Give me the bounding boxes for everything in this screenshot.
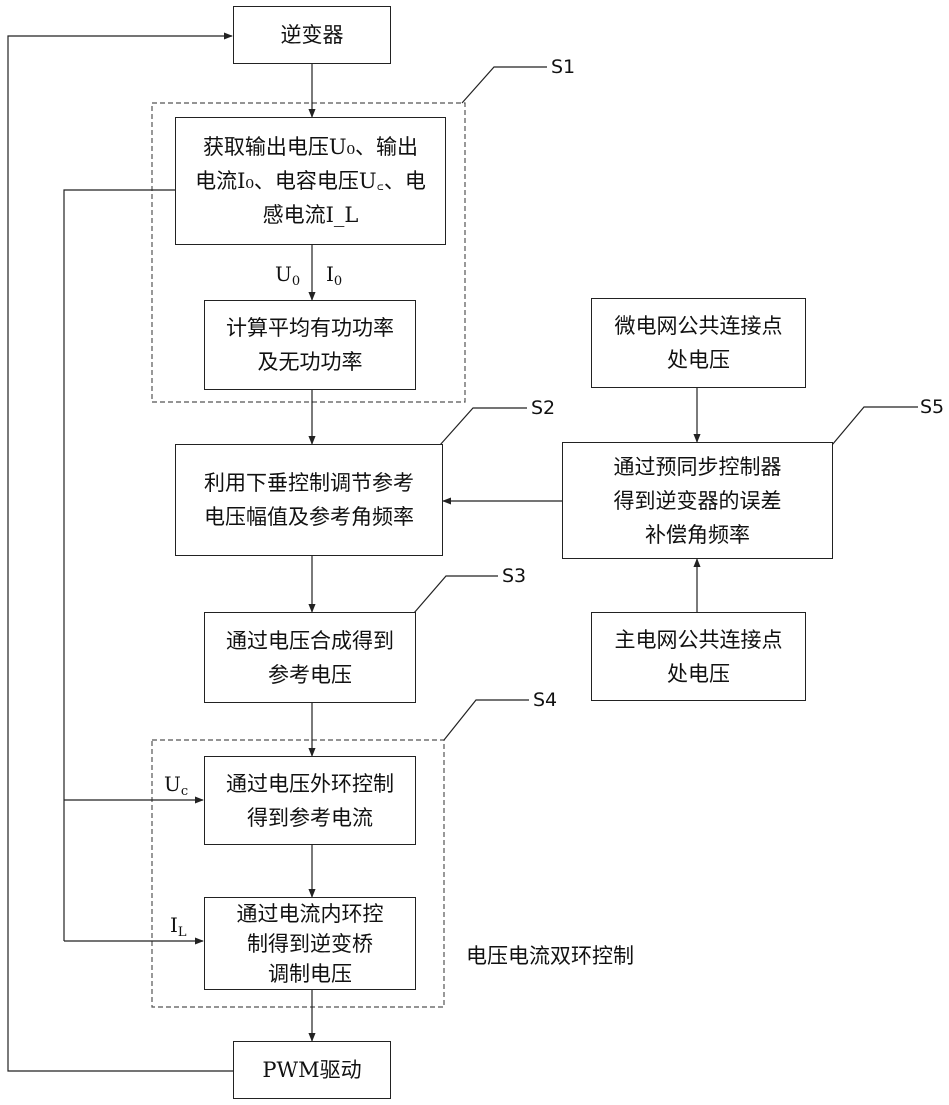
inverter-box: 逆变器 xyxy=(233,6,391,64)
step-s2-label: S2 xyxy=(531,397,555,419)
power-line-1: 计算平均有功功率 xyxy=(226,311,394,345)
step-s3-label: S3 xyxy=(502,565,526,587)
presync-line-3: 补偿角频率 xyxy=(645,518,750,552)
inner-loop-box: 通过电流内环控 制得到逆变桥 调制电压 xyxy=(204,897,416,990)
step-s4-label: S4 xyxy=(533,689,557,711)
inner-line-3: 调制电压 xyxy=(268,959,352,989)
edge-label-i0: I0 xyxy=(326,262,342,289)
main-grid-line-1: 主电网公共连接点 xyxy=(615,623,783,657)
synthesis-line-2: 参考电压 xyxy=(268,658,352,692)
droop-line-1: 利用下垂控制调节参考 xyxy=(204,466,414,500)
s4-leader xyxy=(444,700,529,740)
acquire-line-1: 获取输出电压U₀、输出 xyxy=(203,130,418,164)
presync-line-2: 得到逆变器的误差 xyxy=(614,484,782,518)
acquire-line-2: 电流I₀、电容电压U꜀、电 xyxy=(195,164,426,198)
micro-grid-box: 微电网公共连接点 处电压 xyxy=(591,298,806,388)
pwm-box: PWM驱动 xyxy=(233,1041,391,1099)
s3-leader xyxy=(414,576,498,613)
micro-grid-line-1: 微电网公共连接点 xyxy=(615,309,783,343)
dual-loop-group-label: 电压电流双环控制 xyxy=(466,940,634,970)
outer-line-1: 通过电压外环控制 xyxy=(226,767,394,801)
power-box: 计算平均有功功率 及无功功率 xyxy=(204,300,416,390)
droop-line-2: 电压幅值及参考角频率 xyxy=(204,500,414,534)
presync-box: 通过预同步控制器 得到逆变器的误差 补偿角频率 xyxy=(562,442,833,559)
s2-leader xyxy=(440,408,527,445)
power-line-2: 及无功功率 xyxy=(258,345,363,379)
droop-box: 利用下垂控制调节参考 电压幅值及参考角频率 xyxy=(175,444,443,556)
step-s5-label: S5 xyxy=(920,396,944,418)
acquire-line-3: 感电流I_L xyxy=(263,198,359,232)
main-grid-box: 主电网公共连接点 处电压 xyxy=(591,612,806,701)
acquire-box: 获取输出电压U₀、输出 电流I₀、电容电压U꜀、电 感电流I_L xyxy=(175,117,446,245)
s1-leader xyxy=(462,67,547,103)
main-grid-line-2: 处电压 xyxy=(667,657,730,691)
inverter-label: 逆变器 xyxy=(281,18,344,52)
edge-label-uc: Uc xyxy=(164,772,188,799)
synthesis-line-1: 通过电压合成得到 xyxy=(226,624,394,658)
step-s1-label: S1 xyxy=(551,56,575,78)
inner-line-2: 制得到逆变桥 xyxy=(247,929,373,959)
s5-leader xyxy=(832,407,918,445)
edge-label-il: IL xyxy=(170,913,187,940)
synthesis-box: 通过电压合成得到 参考电压 xyxy=(204,612,416,703)
edge-label-u0: U0 xyxy=(275,262,300,289)
pwm-label: PWM驱动 xyxy=(262,1053,361,1087)
feedback-acquire-left xyxy=(64,190,175,941)
micro-grid-line-2: 处电压 xyxy=(667,343,730,377)
presync-line-1: 通过预同步控制器 xyxy=(614,450,782,484)
outer-line-2: 得到参考电流 xyxy=(247,801,373,835)
outer-loop-box: 通过电压外环控制 得到参考电流 xyxy=(204,756,416,845)
inner-line-1: 通过电流内环控 xyxy=(237,899,384,929)
